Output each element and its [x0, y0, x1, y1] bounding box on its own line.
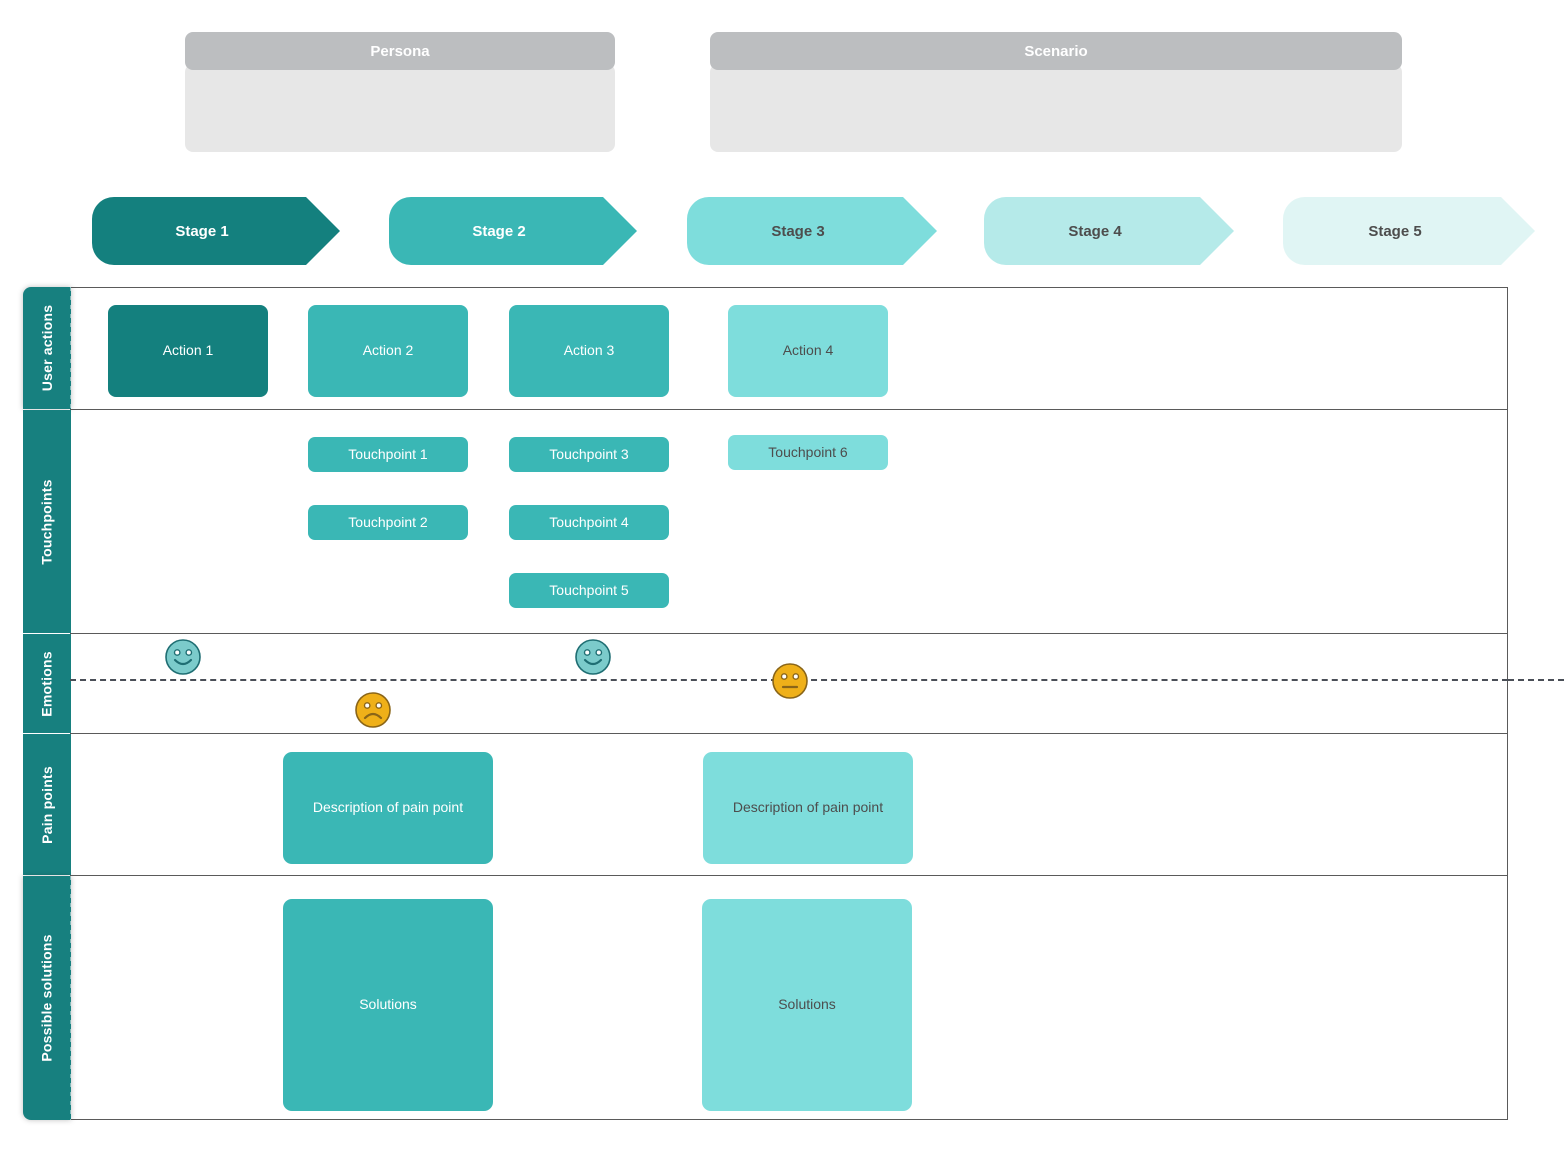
scenario-title: Scenario: [1024, 42, 1088, 60]
touchpoint-label: Touchpoint 5: [549, 581, 629, 598]
touchpoint-label: Touchpoint 6: [768, 443, 848, 460]
touchpoint-label: Touchpoint 3: [549, 445, 629, 462]
row-divider: [70, 875, 1508, 876]
row-label-text: User actions: [39, 304, 55, 392]
touchpoint-card[interactable]: Touchpoint 5: [509, 573, 669, 608]
scenario-header[interactable]: Scenario: [710, 32, 1402, 70]
persona-title: Persona: [370, 42, 430, 60]
smiley-happy-icon[interactable]: [164, 638, 202, 681]
stage-label: Stage 3: [771, 222, 825, 240]
touchpoint-label: Touchpoint 2: [348, 513, 428, 530]
touchpoint-card[interactable]: Touchpoint 6: [728, 435, 888, 470]
touchpoint-label: Touchpoint 1: [348, 445, 428, 462]
journey-map-table: User actions Touchpoints Emotions Pain p…: [23, 287, 1508, 1120]
row-divider: [70, 633, 1508, 634]
action-label: Action 4: [782, 342, 834, 359]
touchpoint-card[interactable]: Touchpoint 3: [509, 437, 669, 472]
smiley-happy-icon[interactable]: [574, 638, 612, 681]
persona-body[interactable]: [185, 64, 615, 152]
stage-chevron-1[interactable]: Stage 1: [92, 197, 340, 265]
stage-label: Stage 5: [1368, 222, 1422, 240]
divider-line: [70, 287, 71, 409]
row-label-possible-solutions[interactable]: Possible solutions: [23, 876, 71, 1120]
stage-label: Stage 2: [472, 222, 526, 240]
pain-point-card[interactable]: Description of pain point: [703, 752, 913, 864]
action-label: Action 1: [162, 342, 214, 359]
row-divider: [70, 733, 1508, 734]
action-card[interactable]: Action 1: [108, 305, 268, 397]
solution-card[interactable]: Solutions: [283, 899, 493, 1111]
row-label-emotions[interactable]: Emotions: [23, 634, 71, 733]
solution-label: Solutions: [359, 996, 417, 1013]
stage-chevron-2[interactable]: Stage 2: [389, 197, 637, 265]
row-divider: [70, 409, 1508, 410]
row-label-touchpoints[interactable]: Touchpoints: [23, 410, 71, 633]
pain-point-card[interactable]: Description of pain point: [283, 752, 493, 864]
row-label-user-actions[interactable]: User actions: [23, 287, 71, 409]
scenario-body[interactable]: [710, 64, 1402, 152]
emotion-baseline-overflow: [1508, 679, 1564, 681]
smiley-neutral-icon[interactable]: [771, 662, 809, 705]
touchpoint-card[interactable]: Touchpoint 2: [308, 505, 468, 540]
stage-chevron-3[interactable]: Stage 3: [687, 197, 937, 265]
persona-panel[interactable]: Persona: [185, 32, 615, 152]
pain-point-label: Description of pain point: [732, 799, 884, 816]
persona-header[interactable]: Persona: [185, 32, 615, 70]
touchpoint-card[interactable]: Touchpoint 4: [509, 505, 669, 540]
action-card[interactable]: Action 4: [728, 305, 888, 397]
stage-label: Stage 1: [175, 222, 229, 240]
scenario-panel[interactable]: Scenario: [710, 32, 1402, 152]
action-label: Action 2: [362, 342, 414, 359]
stage-label: Stage 4: [1068, 222, 1122, 240]
solution-label: Solutions: [778, 996, 836, 1013]
stage-chevron-4[interactable]: Stage 4: [984, 197, 1234, 265]
action-card[interactable]: Action 2: [308, 305, 468, 397]
row-label-text: Touchpoints: [39, 478, 55, 565]
touchpoint-label: Touchpoint 4: [549, 513, 629, 530]
row-label-pain-points[interactable]: Pain points: [23, 734, 71, 875]
action-card[interactable]: Action 3: [509, 305, 669, 397]
row-label-text: Pain points: [39, 765, 55, 844]
row-label-text: Emotions: [39, 650, 56, 717]
solution-card[interactable]: Solutions: [702, 899, 912, 1111]
divider-line: [70, 876, 71, 1120]
row-label-text: Possible solutions: [39, 934, 56, 1062]
smiley-sad-icon[interactable]: [354, 691, 392, 734]
stage-chevron-5[interactable]: Stage 5: [1283, 197, 1535, 265]
pain-point-label: Description of pain point: [312, 799, 464, 816]
touchpoint-card[interactable]: Touchpoint 1: [308, 437, 468, 472]
action-label: Action 3: [563, 342, 615, 359]
